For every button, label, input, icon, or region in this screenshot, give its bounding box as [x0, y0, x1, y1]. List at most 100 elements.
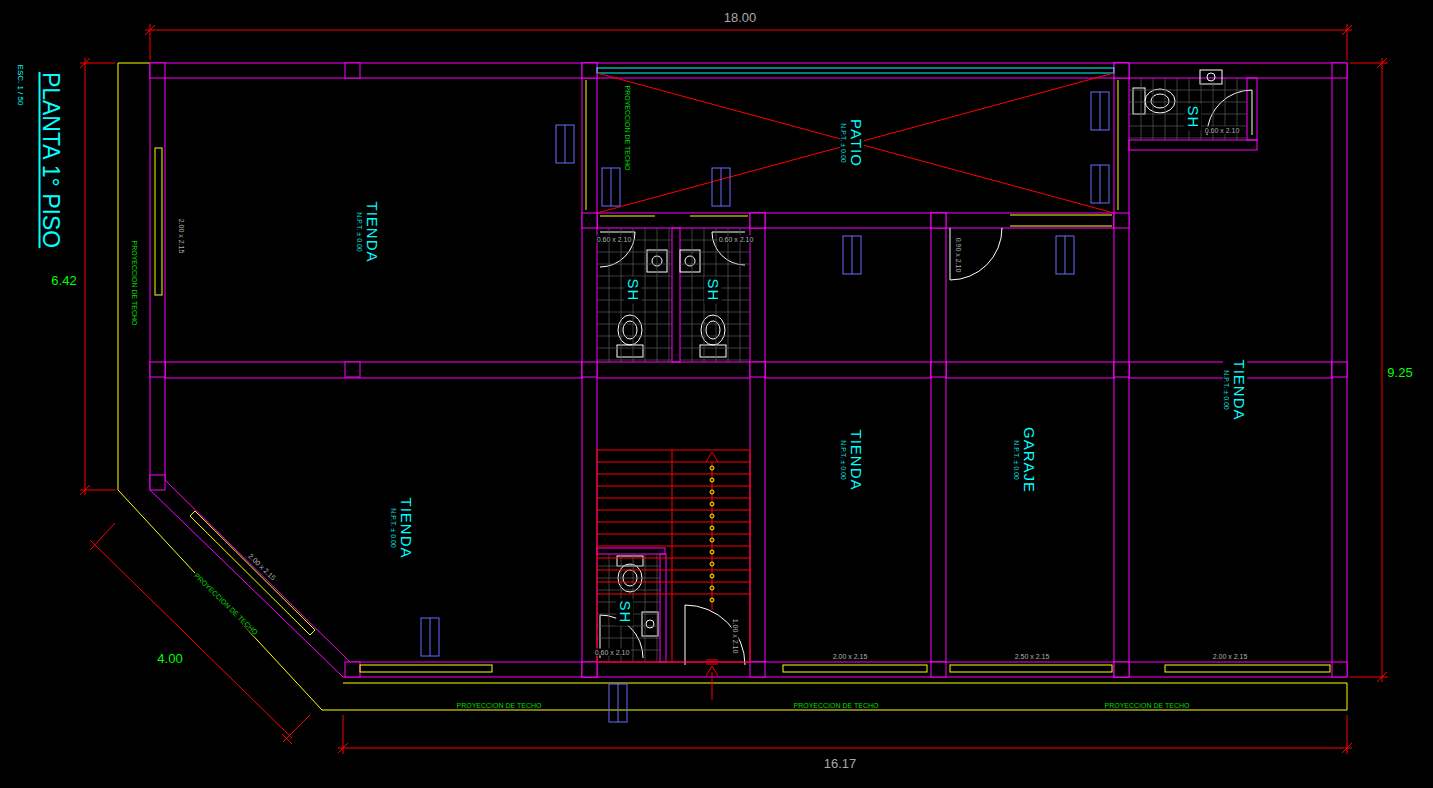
room-name: TIENDA: [1231, 357, 1248, 422]
wall: [765, 362, 931, 378]
opening-size: 0.60 x 2.10: [718, 236, 755, 243]
stair: [710, 598, 714, 602]
room-label: SH: [622, 274, 645, 307]
floor-tile: [597, 590, 660, 591]
floor-tile: [1165, 78, 1166, 140]
roof-projection: [118, 63, 1347, 710]
room-name: SH: [617, 599, 634, 626]
opening-tag: [602, 168, 620, 206]
floor-tile: [597, 336, 672, 337]
floor-tile: [1153, 78, 1154, 140]
floor-tile: [597, 626, 660, 627]
floor-level: N.P.T. ± 0.00: [356, 199, 364, 264]
patio-void: [597, 73, 1114, 213]
wall: [597, 378, 750, 379]
room-label-group: PATION.P.T. ± 0.00: [840, 117, 864, 169]
opening-size: 2.50 x 2.15: [1014, 653, 1051, 660]
floor-tile: [657, 228, 658, 362]
stair: [597, 570, 750, 571]
dimension-line: [338, 743, 348, 753]
room-label-group: TIENDAN.P.T. ± 0.00: [390, 495, 414, 560]
column: [1332, 63, 1347, 78]
opening-tag: [1100, 92, 1101, 130]
wall: [750, 213, 765, 662]
dimension-line: [80, 24, 1388, 754]
opening-tag: [1100, 165, 1101, 203]
door-swing: [950, 228, 1002, 280]
door-swing: [600, 232, 635, 233]
room-label-group: TIENDAN.P.T. ± 0.00: [356, 199, 380, 264]
opening-tag: [556, 125, 574, 163]
floor-level: N.P.T. ± 0.00: [390, 495, 398, 560]
stair: [672, 450, 673, 662]
sink: [1200, 70, 1222, 84]
wall: [150, 63, 1347, 677]
projection-note: PROYECCION DE TECHO: [131, 239, 138, 326]
column: [150, 63, 1347, 677]
room-label: SH: [702, 274, 725, 307]
column: [582, 362, 597, 377]
floor-tile: [597, 312, 672, 313]
room-label-group: TIENDAN.P.T. ± 0.00: [840, 427, 864, 492]
opening-tag: [843, 236, 861, 274]
opening-size: 2.00 x 2.15: [832, 653, 869, 660]
column: [345, 362, 360, 377]
floor-tile: [645, 228, 646, 362]
column: [1114, 662, 1129, 677]
column: [150, 475, 165, 490]
column: [750, 662, 765, 677]
sink: [680, 250, 700, 272]
window: [600, 216, 655, 217]
floor-tile: [692, 228, 693, 362]
opening-tag: [421, 618, 439, 656]
opening-tag: [852, 236, 853, 274]
stair: [706, 452, 718, 462]
floor-tile: [1129, 102, 1247, 103]
sink: [642, 70, 1222, 636]
floor-tile: [1177, 78, 1178, 140]
stair: [597, 450, 750, 700]
sink: [642, 612, 658, 636]
wall: [165, 362, 582, 378]
projection-note: PROYECCION DE TECHO: [1103, 702, 1190, 709]
wall: [597, 213, 1114, 228]
column: [150, 362, 165, 377]
stair: [597, 582, 750, 583]
column: [750, 362, 765, 377]
floor-tile: [680, 312, 750, 313]
stair: [710, 538, 714, 542]
toilet: [1133, 88, 1145, 114]
opening-tag: [1065, 236, 1066, 274]
column: [931, 213, 946, 228]
dimension-line: [1342, 25, 1352, 35]
floor-level: N.P.T. ± 0.00: [1013, 425, 1021, 495]
stair: [597, 450, 750, 662]
dimension-line: [1342, 743, 1352, 753]
dimension-text: 18.00: [723, 11, 758, 24]
column: [1114, 362, 1129, 377]
stair: [710, 490, 714, 494]
opening-tag: [611, 168, 612, 206]
stair: [597, 546, 750, 547]
stair: [597, 510, 750, 511]
floor-tile: [597, 566, 660, 567]
floor-tile: [1141, 78, 1142, 140]
patio-void: [597, 68, 1114, 73]
door-swing: [600, 90, 1252, 665]
dimension-line: [338, 748, 1352, 749]
room-label: SH: [1182, 101, 1205, 134]
floor-tile: [609, 228, 610, 362]
dimension-line: [90, 540, 100, 550]
opening-tag: [618, 684, 619, 722]
projection-note: PROYECCION DE TECHO: [455, 702, 542, 709]
window: [950, 665, 1112, 672]
column: [931, 362, 946, 377]
opening-size: 1.00 x 2.10: [732, 618, 739, 655]
dimension-text: 6.42: [50, 274, 77, 287]
stair: [710, 526, 714, 530]
room-label: TIENDAN.P.T. ± 0.00: [1220, 355, 1250, 426]
sink: [685, 256, 695, 266]
dimension-line: [80, 58, 90, 68]
